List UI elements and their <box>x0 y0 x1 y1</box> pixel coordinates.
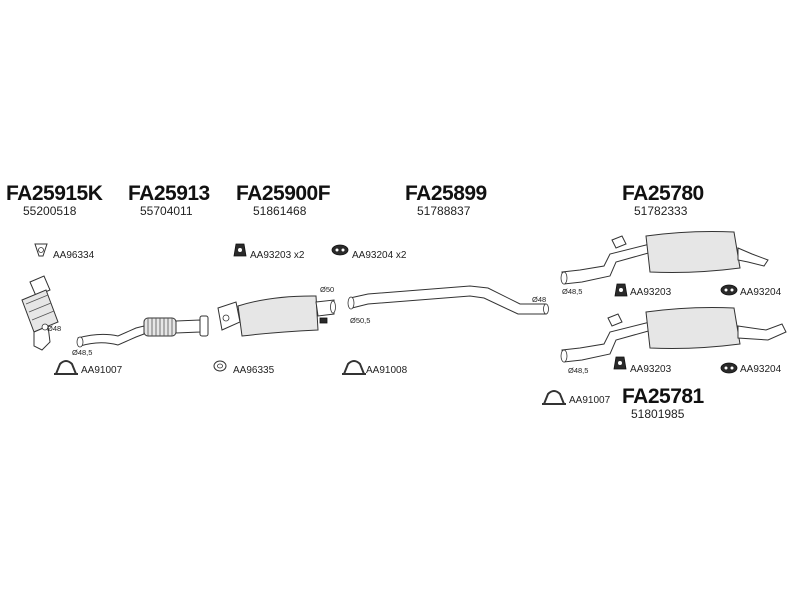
part-code-fa25900f[interactable]: FA25900F <box>236 182 331 205</box>
part-number-51801985: 51801985 <box>631 407 685 421</box>
part-code-fa25780[interactable]: FA25780 <box>622 182 704 205</box>
part-code-fa25915k[interactable]: FA25915K <box>6 182 103 205</box>
accessory-aa93204-x2[interactable]: AA93204 x2 <box>352 250 407 261</box>
part-number-51861468: 51861468 <box>253 204 307 218</box>
rubber-mount-icon[interactable] <box>233 243 247 257</box>
accessory-aa93203[interactable]: AA93203 <box>630 364 672 375</box>
part-code-fa25781[interactable]: FA25781 <box>622 385 705 408</box>
accessory-aa91007[interactable]: AA91007 <box>81 365 123 376</box>
catalytic-converter-part[interactable] <box>21 275 59 351</box>
diameter-label: Ø48,5 <box>562 287 582 296</box>
part-number-51788837: 51788837 <box>417 204 471 218</box>
u-bolt-clamp-icon[interactable] <box>54 360 78 375</box>
accessory-aa91008[interactable]: AA91008 <box>366 365 408 376</box>
rubber-mount-icon[interactable] <box>720 362 738 374</box>
rear-silencer-part-fa25781[interactable] <box>560 307 787 363</box>
accessory-aa93203-x2[interactable]: AA93203 x2 <box>250 250 305 261</box>
rubber-mount-icon[interactable] <box>614 283 628 297</box>
part-code-fa25913[interactable]: FA25913 <box>128 182 210 205</box>
accessory-aa93204[interactable]: AA93204 <box>740 364 782 375</box>
diameter-label: Ø50,5 <box>350 316 370 325</box>
diameter-label: Ø50 <box>320 285 334 294</box>
intermediate-pipe-part[interactable] <box>347 285 549 315</box>
part-code-fa25899[interactable]: FA25899 <box>405 182 487 205</box>
diameter-label: Ø48 <box>47 324 61 333</box>
diameter-label: Ø48 <box>532 295 546 304</box>
part-number-55704011: 55704011 <box>140 204 193 218</box>
accessory-aa96335[interactable]: AA96335 <box>233 365 275 376</box>
rubber-mount-icon[interactable] <box>720 284 738 296</box>
u-bolt-clamp-icon[interactable] <box>542 390 566 405</box>
flex-pipe-part[interactable] <box>76 315 209 348</box>
rubber-mount-icon[interactable] <box>613 356 627 370</box>
diameter-label: Ø48,5 <box>72 348 92 357</box>
accessory-aa91007[interactable]: AA91007 <box>569 395 611 406</box>
rear-silencer-part-fa25780[interactable] <box>560 231 769 285</box>
rubber-mount-icon[interactable] <box>331 244 349 256</box>
middle-silencer-part[interactable] <box>217 295 336 337</box>
part-number-55200518: 55200518 <box>23 204 77 218</box>
diameter-label: Ø48,5 <box>568 366 588 375</box>
accessory-aa93204[interactable]: AA93204 <box>740 287 782 298</box>
gasket-ring-icon[interactable] <box>34 243 48 257</box>
accessory-aa93203[interactable]: AA93203 <box>630 287 672 298</box>
gasket-ring-icon[interactable] <box>213 360 227 372</box>
u-bolt-clamp-icon[interactable] <box>342 360 366 375</box>
accessory-aa96334[interactable]: AA96334 <box>53 250 95 261</box>
part-number-51782333: 51782333 <box>634 204 688 218</box>
